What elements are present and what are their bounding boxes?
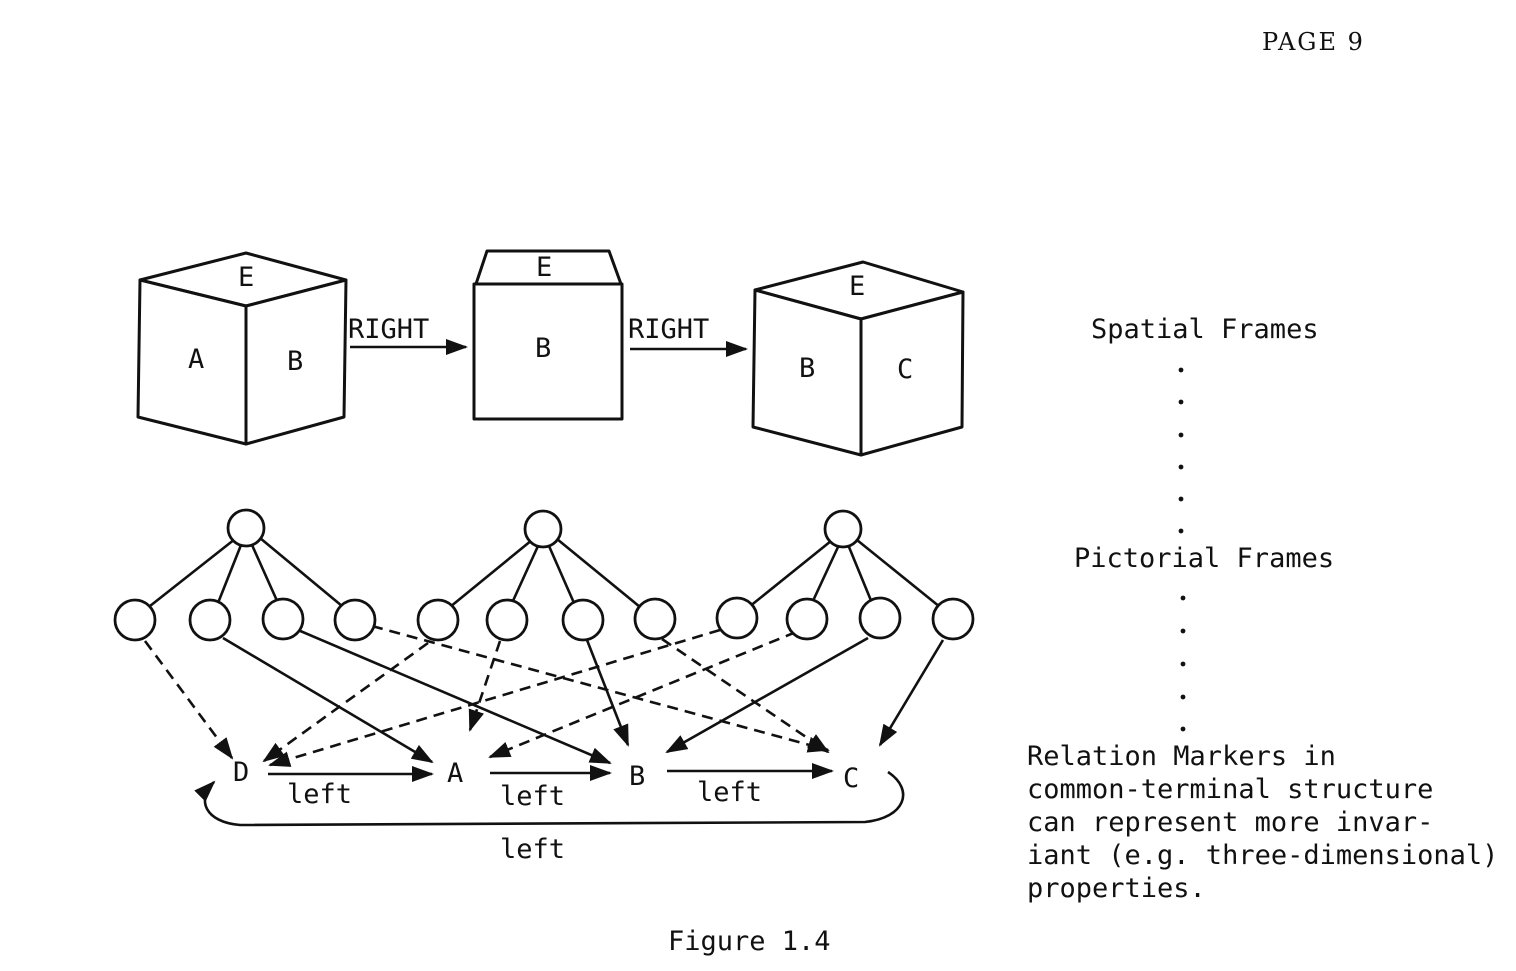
terminal-c: C: [843, 763, 859, 794]
relation-label-d-a: left: [287, 779, 352, 810]
leaf-node: [113, 598, 157, 642]
tree-1-root-node: [226, 508, 266, 548]
leaf-node: [715, 596, 759, 640]
leaf-node: [931, 597, 975, 641]
relation-markers: D A B C left left left left: [194, 757, 905, 865]
right-arrow-2-label: RIGHT: [628, 314, 709, 345]
leaf-node: [485, 598, 529, 642]
note-line: common-terminal structure: [1027, 774, 1434, 805]
note-line: can represent more invar-: [1027, 807, 1434, 838]
cube-3-left-label: B: [799, 353, 815, 384]
terminal-links: [143, 624, 945, 767]
terminal-d: D: [233, 757, 249, 788]
cube-2-front-label: B: [535, 333, 551, 364]
relation-label-c-d: left: [500, 834, 565, 865]
note-line: properties.: [1027, 873, 1206, 904]
cube-1-right-label: B: [287, 346, 303, 377]
leaf-node: [333, 598, 377, 642]
cube-3: E B C: [751, 260, 965, 457]
right-arrow-2: RIGHT: [628, 314, 748, 357]
pictorial-frames-label: Pictorial Frames: [1074, 543, 1335, 574]
leaf-node: [188, 598, 232, 642]
page-number: PAGE 9: [1262, 28, 1365, 56]
cube-2: E B: [472, 249, 624, 421]
cube-1-top-label: E: [238, 262, 254, 293]
cube-1: E A B: [136, 251, 348, 446]
tree-nodes: [113, 508, 975, 642]
leaf-node: [785, 597, 829, 641]
leaf-node: [416, 598, 460, 642]
terminal-b: B: [629, 761, 645, 792]
dotted-connectors: [1178, 367, 1186, 732]
tree-3-root-node: [823, 509, 863, 549]
right-arrow-1-label: RIGHT: [348, 314, 429, 345]
tree-2-root-node: [523, 509, 563, 549]
leaf-node: [633, 597, 677, 641]
cube-2-top-label: E: [536, 252, 552, 283]
cube-3-top-label: E: [849, 271, 865, 302]
terminal-a: A: [447, 758, 463, 789]
note-line: Relation Markers in: [1027, 741, 1336, 772]
leaf-node: [261, 597, 305, 641]
spatial-frames-label: Spatial Frames: [1091, 314, 1319, 345]
right-arrow-1: RIGHT: [348, 314, 468, 355]
figure-caption: Figure 1.4: [668, 926, 831, 957]
note-line: iant (e.g. three-dimensional): [1027, 840, 1499, 871]
relation-label-b-c: left: [697, 777, 762, 808]
cube-3-right-label: C: [897, 354, 913, 385]
pictorial-frame-trees: [149, 536, 941, 609]
leaf-node: [858, 596, 902, 640]
relation-label-a-b: left: [500, 781, 565, 812]
leaf-node: [561, 598, 605, 642]
relation-markers-note: Relation Markers in common-terminal stru…: [1027, 740, 1513, 905]
cube-1-left-label: A: [188, 344, 204, 375]
